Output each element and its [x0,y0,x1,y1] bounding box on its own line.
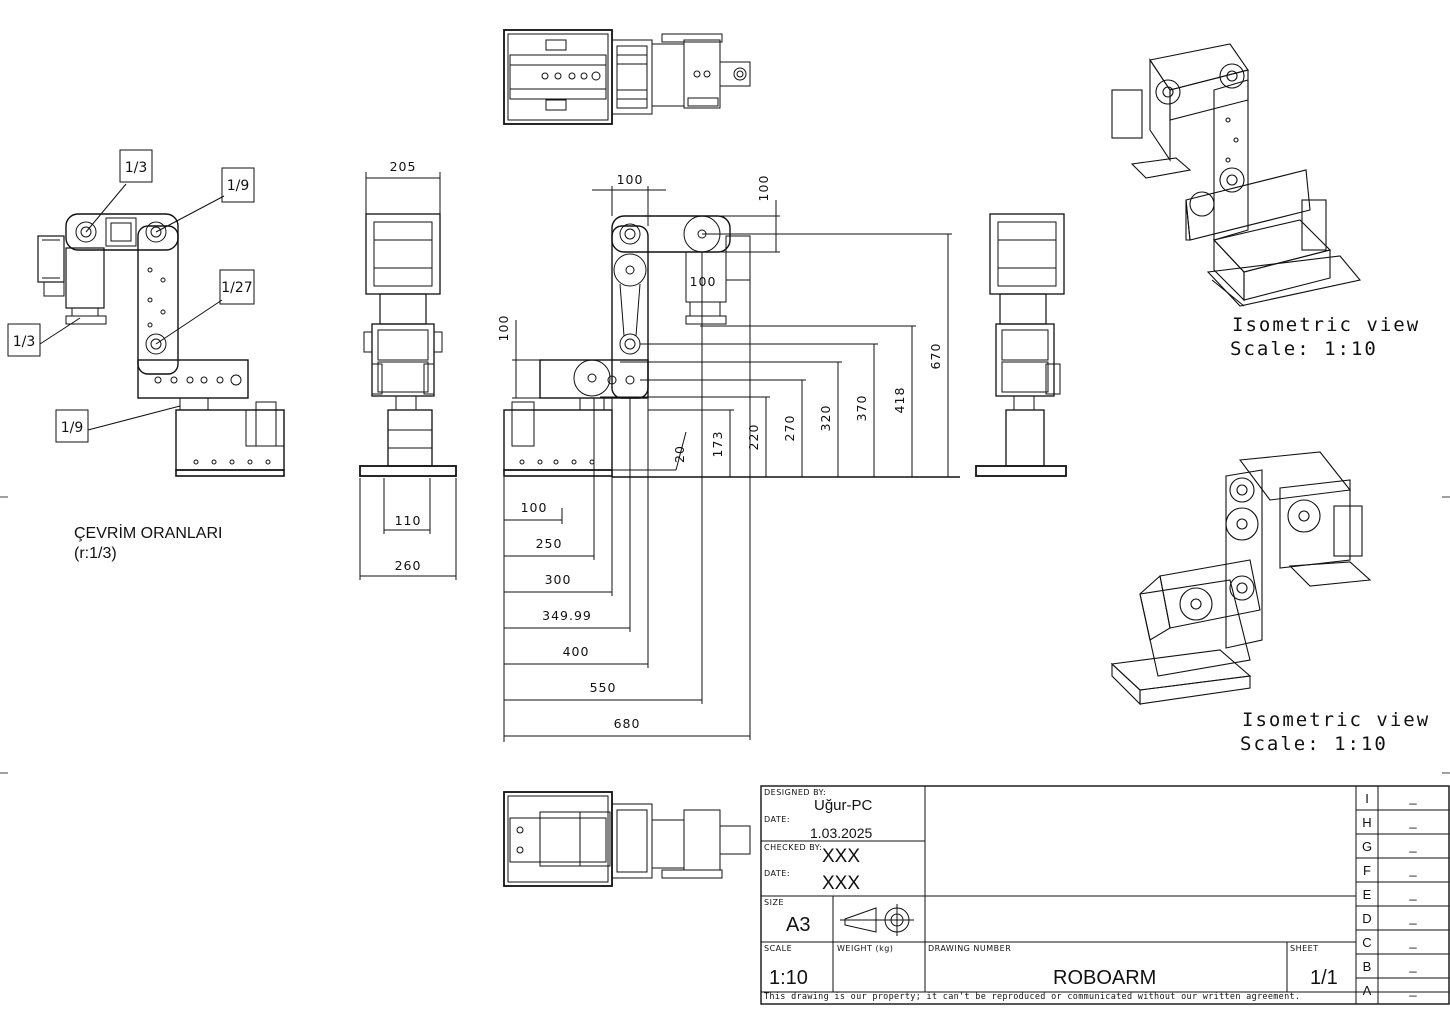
dim-front-pulley: 100 [690,274,717,289]
revision-value: _ [1409,886,1417,901]
iso-caption-2: Isometric view Scale: 1:10 [1240,708,1431,756]
date2-label: DATE: [764,869,791,878]
revision-value: _ [1409,862,1417,877]
dim-height-670: 670 [928,343,943,370]
dim-front-small: 20 [672,445,687,463]
revision-letter: H [1362,815,1372,830]
checked-by-label: CHECKED BY: [764,843,823,852]
dim-height-320: 320 [818,405,833,432]
isometric-view-1 [1111,43,1362,307]
ratio-heading: ÇEVRİM ORANLARI [74,525,223,542]
ratio-callout-2: 1/9 [227,178,250,194]
revision-letter: A [1362,983,1372,998]
right-side-view [975,213,1067,477]
revision-letter: E [1362,887,1372,902]
revision-value: _ [1409,934,1417,949]
revision-value: _ [1409,790,1417,805]
dim-reach-100: 100 [521,500,548,515]
iso-scale-1: Scale: 1:10 [1230,338,1378,360]
dim-reach-250: 250 [536,536,563,551]
revision-letter: G [1361,839,1373,854]
weight-label: WEIGHT (kg) [837,944,894,953]
ratio-view: 1/3 1/9 1/27 1/3 1/9 [7,149,285,477]
date2-value: XXX [822,873,861,894]
revision-value: _ [1409,982,1417,997]
drawing-number-value: ROBOARM [1053,967,1157,989]
dim-side-base-inner: 110 [395,513,422,528]
dim-front-left-v: 100 [496,315,511,342]
iso-label-2: Isometric view [1242,709,1431,731]
designed-by-label: DESIGNED BY: [764,788,827,797]
iso-scale-2: Scale: 1:10 [1240,733,1388,755]
top-view [503,29,751,125]
ratio-callout-1: 1/3 [125,160,148,176]
revision-letter: I [1365,791,1369,806]
iso-label-1: Isometric view [1232,314,1421,336]
sheet-label: SHEET [1290,944,1319,953]
dim-side-base-outer: 260 [395,558,422,573]
revision-value: _ [1409,958,1417,973]
footer-note: This drawing is our property; it can't b… [764,992,1301,1002]
dim-reach-680: 680 [614,716,641,731]
revision-letter: B [1362,959,1372,974]
ratio-title: ÇEVRİM ORANLARI (r:1/3) [74,524,222,564]
revision-value: _ [1409,910,1417,925]
dim-height-220: 220 [746,424,761,451]
ratio-callout-3: 1/27 [221,280,252,296]
dim-height-370: 370 [854,395,869,422]
dim-height-270: 270 [782,415,797,442]
dim-reach-300: 300 [545,572,572,587]
iso-caption-1: Isometric view Scale: 1:10 [1230,313,1421,361]
size-value: A3 [786,914,811,936]
dim-height-418: 418 [892,387,907,414]
dim-reach-400: 400 [563,644,590,659]
dim-front-top-v: 100 [756,175,771,202]
size-label: SIZE [764,898,784,907]
scale-label: SCALE [764,944,793,953]
revision-letter: D [1362,911,1372,926]
dim-side-top: 205 [390,159,417,174]
dim-front-top-h: 100 [617,172,644,187]
side-view [359,172,457,580]
isometric-view-2 [1110,451,1372,706]
sheet-value: 1/1 [1310,967,1338,989]
drawing-number-label: DRAWING NUMBER [928,944,1012,953]
date-value: 1.03.2025 [810,825,873,841]
projection-symbol-icon [840,904,914,936]
revision-letter: F [1363,863,1371,878]
sheet-frame [0,496,1450,774]
ratio-callout-4: 1/3 [13,334,36,350]
designed-by-value: Uğur-PC [814,797,873,814]
dim-reach-349: 349.99 [542,608,592,623]
checked-by-value: XXX [822,846,861,867]
ratio-subheading: (r:1/3) [74,545,117,562]
revision-value: _ [1409,838,1417,853]
front-view [503,186,960,742]
scale-value: 1:10 [769,967,808,989]
dim-reach-550: 550 [590,680,617,695]
revision-value: _ [1409,814,1417,829]
date-label: DATE: [764,815,791,824]
dim-height-173: 173 [710,431,725,458]
ratio-callout-5: 1/9 [61,420,84,436]
revision-letter: C [1362,935,1372,950]
